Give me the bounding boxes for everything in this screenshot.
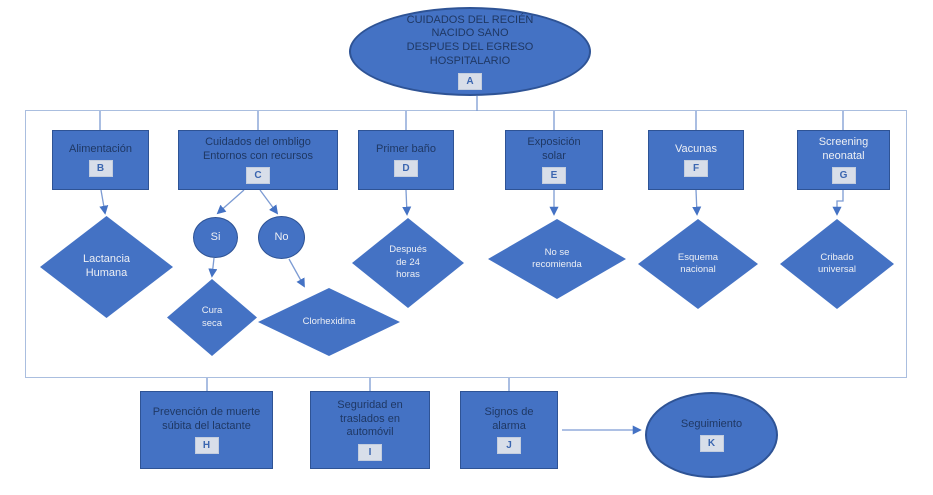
node-title-ellipse: CUIDADOS DEL RECIÉN NACIDO SANO DESPUES … [349, 7, 591, 96]
node-cura-seca-label: Cura seca [201, 305, 223, 329]
node-cuidados-ombligo-label: Cuidados del ombligo Entornos con recurs… [202, 135, 314, 162]
node-esquema-nacional-label: Esquema nacional [677, 251, 719, 275]
node-clorhexidina-label: Clorhexidina [302, 315, 356, 327]
node-seguimiento-badge: K [699, 435, 724, 453]
node-vacunas: Vacunas F [648, 130, 744, 190]
node-alimentacion-badge: B [88, 160, 113, 178]
node-screening-neonatal-label: Screening neonatal [818, 135, 869, 162]
node-primer-bano-badge: D [394, 160, 418, 178]
node-screening-neonatal-badge: G [831, 167, 856, 185]
node-alimentacion: Alimentación B [52, 130, 149, 190]
node-seguridad-traslados: Seguridad en traslados en automóvil I [310, 391, 430, 469]
node-signos-alarma: Signos de alarma J [460, 391, 558, 469]
node-lactancia-humana-label: Lactancia Humana [82, 253, 131, 279]
node-vacunas-label: Vacunas [675, 142, 717, 155]
node-exposicion-solar-badge: E [542, 167, 566, 185]
node-primer-bano-label: Primer baño [376, 142, 436, 155]
node-seguimiento-ellipse: Seguimiento K [645, 392, 778, 478]
node-signos-alarma-badge: J [497, 437, 521, 455]
node-cuidados-ombligo-badge: C [246, 167, 270, 185]
node-prevencion-muerte-subita-label: Prevención de muerte súbita del lactante [152, 405, 261, 432]
node-si-label: Si [210, 230, 221, 243]
node-title-label: CUIDADOS DEL RECIÉN NACIDO SANO DESPUES … [406, 13, 534, 67]
content-frame [25, 110, 907, 378]
node-no-label: No [274, 230, 289, 243]
node-title-badge: A [458, 72, 482, 90]
node-no-circle: No [258, 216, 305, 259]
node-seguridad-traslados-badge: I [358, 444, 382, 462]
node-despues-24-horas-label: Después de 24 horas [389, 244, 427, 281]
node-alimentacion-label: Alimentación [69, 142, 132, 155]
node-prevencion-muerte-subita-badge: H [194, 437, 219, 455]
node-screening-neonatal: Screening neonatal G [797, 130, 890, 190]
node-exposicion-solar-label: Exposición solar [527, 135, 581, 162]
node-si-circle: Si [193, 217, 238, 258]
node-seguimiento-label: Seguimiento [680, 417, 743, 430]
node-primer-bano: Primer baño D [358, 130, 454, 190]
node-cuidados-ombligo: Cuidados del ombligo Entornos con recurs… [178, 130, 338, 190]
node-vacunas-badge: F [684, 160, 708, 178]
node-prevencion-muerte-subita: Prevención de muerte súbita del lactante… [140, 391, 273, 469]
node-signos-alarma-label: Signos de alarma [484, 405, 534, 432]
node-exposicion-solar: Exposición solar E [505, 130, 603, 190]
node-seguridad-traslados-label: Seguridad en traslados en automóvil [337, 398, 403, 439]
node-cribado-universal-label: Cribado universal [817, 251, 857, 275]
node-no-se-recomienda-label: No se recomienda [532, 246, 582, 270]
